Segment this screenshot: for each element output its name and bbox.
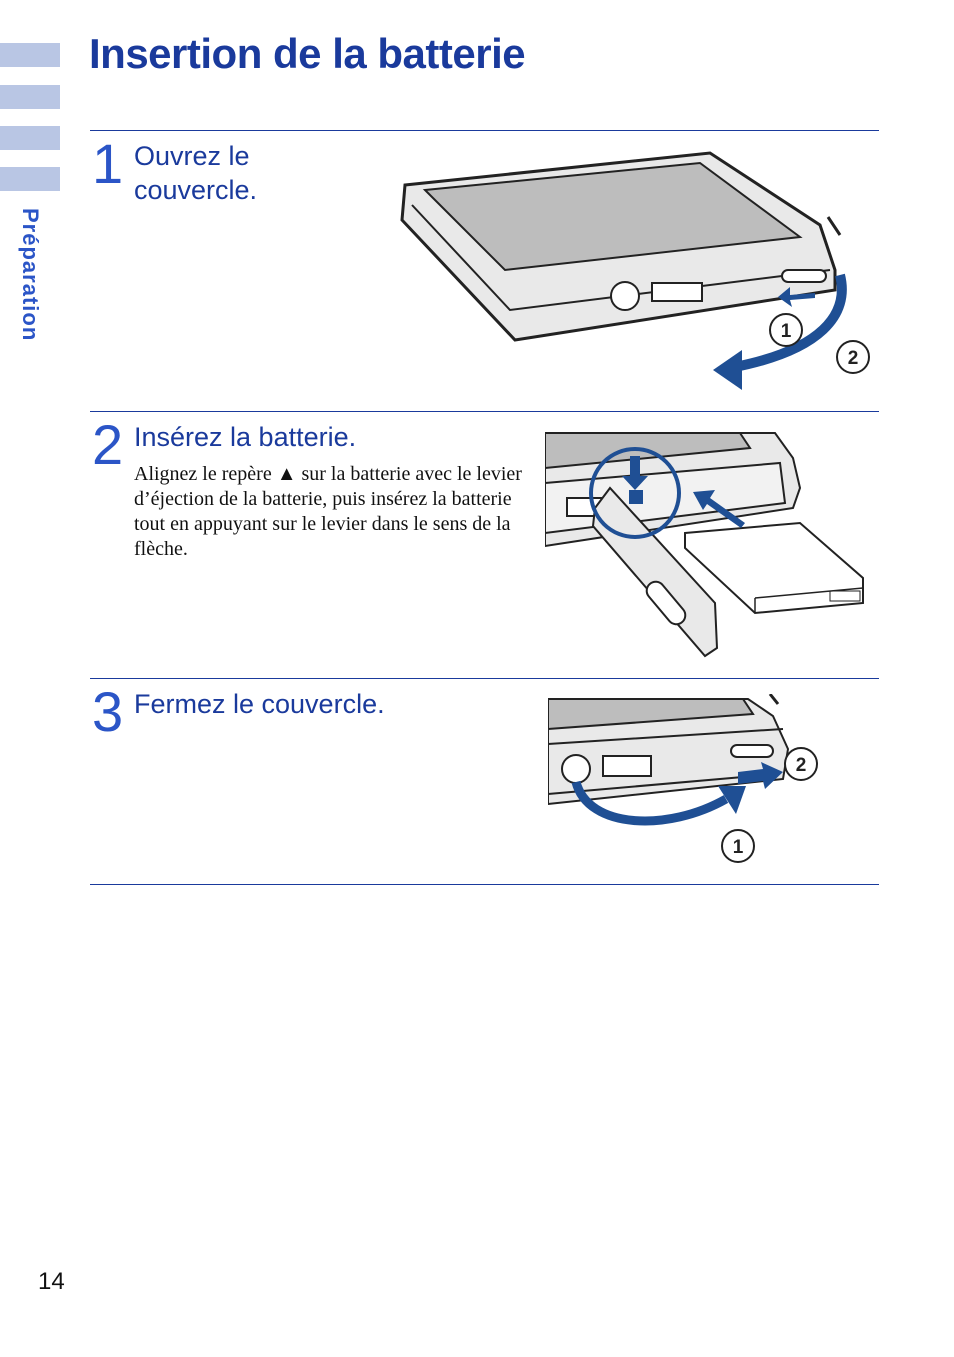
step-title: Ouvrez le couvercle. xyxy=(134,139,257,207)
step-title-line: couvercle. xyxy=(134,175,258,205)
camera-close-cover-illustration: 2 1 xyxy=(548,694,818,863)
divider xyxy=(90,411,879,412)
side-tab xyxy=(0,167,60,191)
callout-1: 1 xyxy=(733,837,744,858)
callout-1: 1 xyxy=(781,321,792,342)
step-instructions: Alignez le repère ▲ sur la batterie avec… xyxy=(134,463,522,560)
step-title: Insérez la batterie. xyxy=(134,422,357,452)
divider xyxy=(90,884,879,885)
step-title: Fermez le couvercle. xyxy=(134,689,385,719)
divider xyxy=(90,130,879,131)
step-number: 3 xyxy=(92,680,124,743)
step-number: 1 xyxy=(92,132,124,195)
step-number: 2 xyxy=(92,413,124,476)
section-label: Préparation xyxy=(18,208,43,342)
page-title: Insertion de la batterie xyxy=(89,30,526,77)
divider xyxy=(90,678,879,679)
battery-insert-illustration xyxy=(545,432,864,658)
callout-2: 2 xyxy=(848,348,859,369)
side-tab xyxy=(0,126,60,150)
side-tab xyxy=(0,85,60,109)
step-title-line: Ouvrez le xyxy=(134,141,250,171)
camera-open-cover-illustration: 1 2 xyxy=(400,151,870,390)
page-number: 14 xyxy=(38,1268,65,1295)
side-tab xyxy=(0,43,60,67)
callout-2: 2 xyxy=(796,755,807,776)
